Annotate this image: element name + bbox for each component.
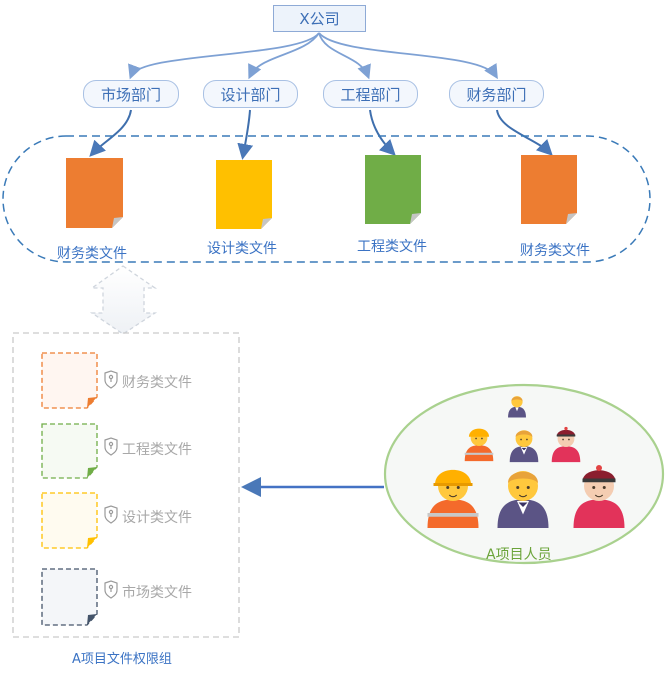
permission-item-finance: 财务类文件 [122,375,192,391]
document-icon [521,155,577,224]
file-label-finance: 财务类文件 [57,246,127,262]
people-group-label: A项目人员 [486,547,552,563]
dept-engineering: 工程部门 [323,80,418,108]
file-label-engineering: 工程类文件 [357,239,427,255]
document-icon [41,352,98,409]
document-icon [41,568,98,626]
lock-icon [104,370,118,389]
person-icon [551,426,581,463]
lock-icon [104,505,118,524]
company-box: X公司 [273,5,366,32]
company-connectors [128,32,498,80]
link-double-arrow [89,265,158,335]
person-icon [497,471,549,528]
person-icon [464,428,494,462]
permission-group-title: A项目文件权限组 [72,652,172,667]
document-icon [216,160,272,229]
department-files-capsule [2,135,651,263]
permission-item-design: 设计类文件 [122,510,192,526]
person-icon [573,465,625,528]
dept-design: 设计部门 [203,80,298,108]
dept-file-connectors [89,109,553,160]
document-icon [41,492,98,549]
permission-item-engineering: 工程类文件 [122,442,192,458]
person-icon [508,396,526,418]
lock-icon [104,437,118,456]
permission-item-market: 市场类文件 [122,585,192,601]
document-icon [365,155,421,224]
document-icon [66,158,123,228]
file-label-finance-2: 财务类文件 [520,243,590,259]
document-icon [41,423,98,479]
person-icon [427,469,479,528]
file-label-design: 设计类文件 [207,241,277,257]
lock-icon [104,580,118,599]
person-icon [509,430,539,463]
permission-group-box [12,332,240,638]
dept-finance: 财务部门 [449,80,544,108]
dept-market: 市场部门 [83,80,179,108]
